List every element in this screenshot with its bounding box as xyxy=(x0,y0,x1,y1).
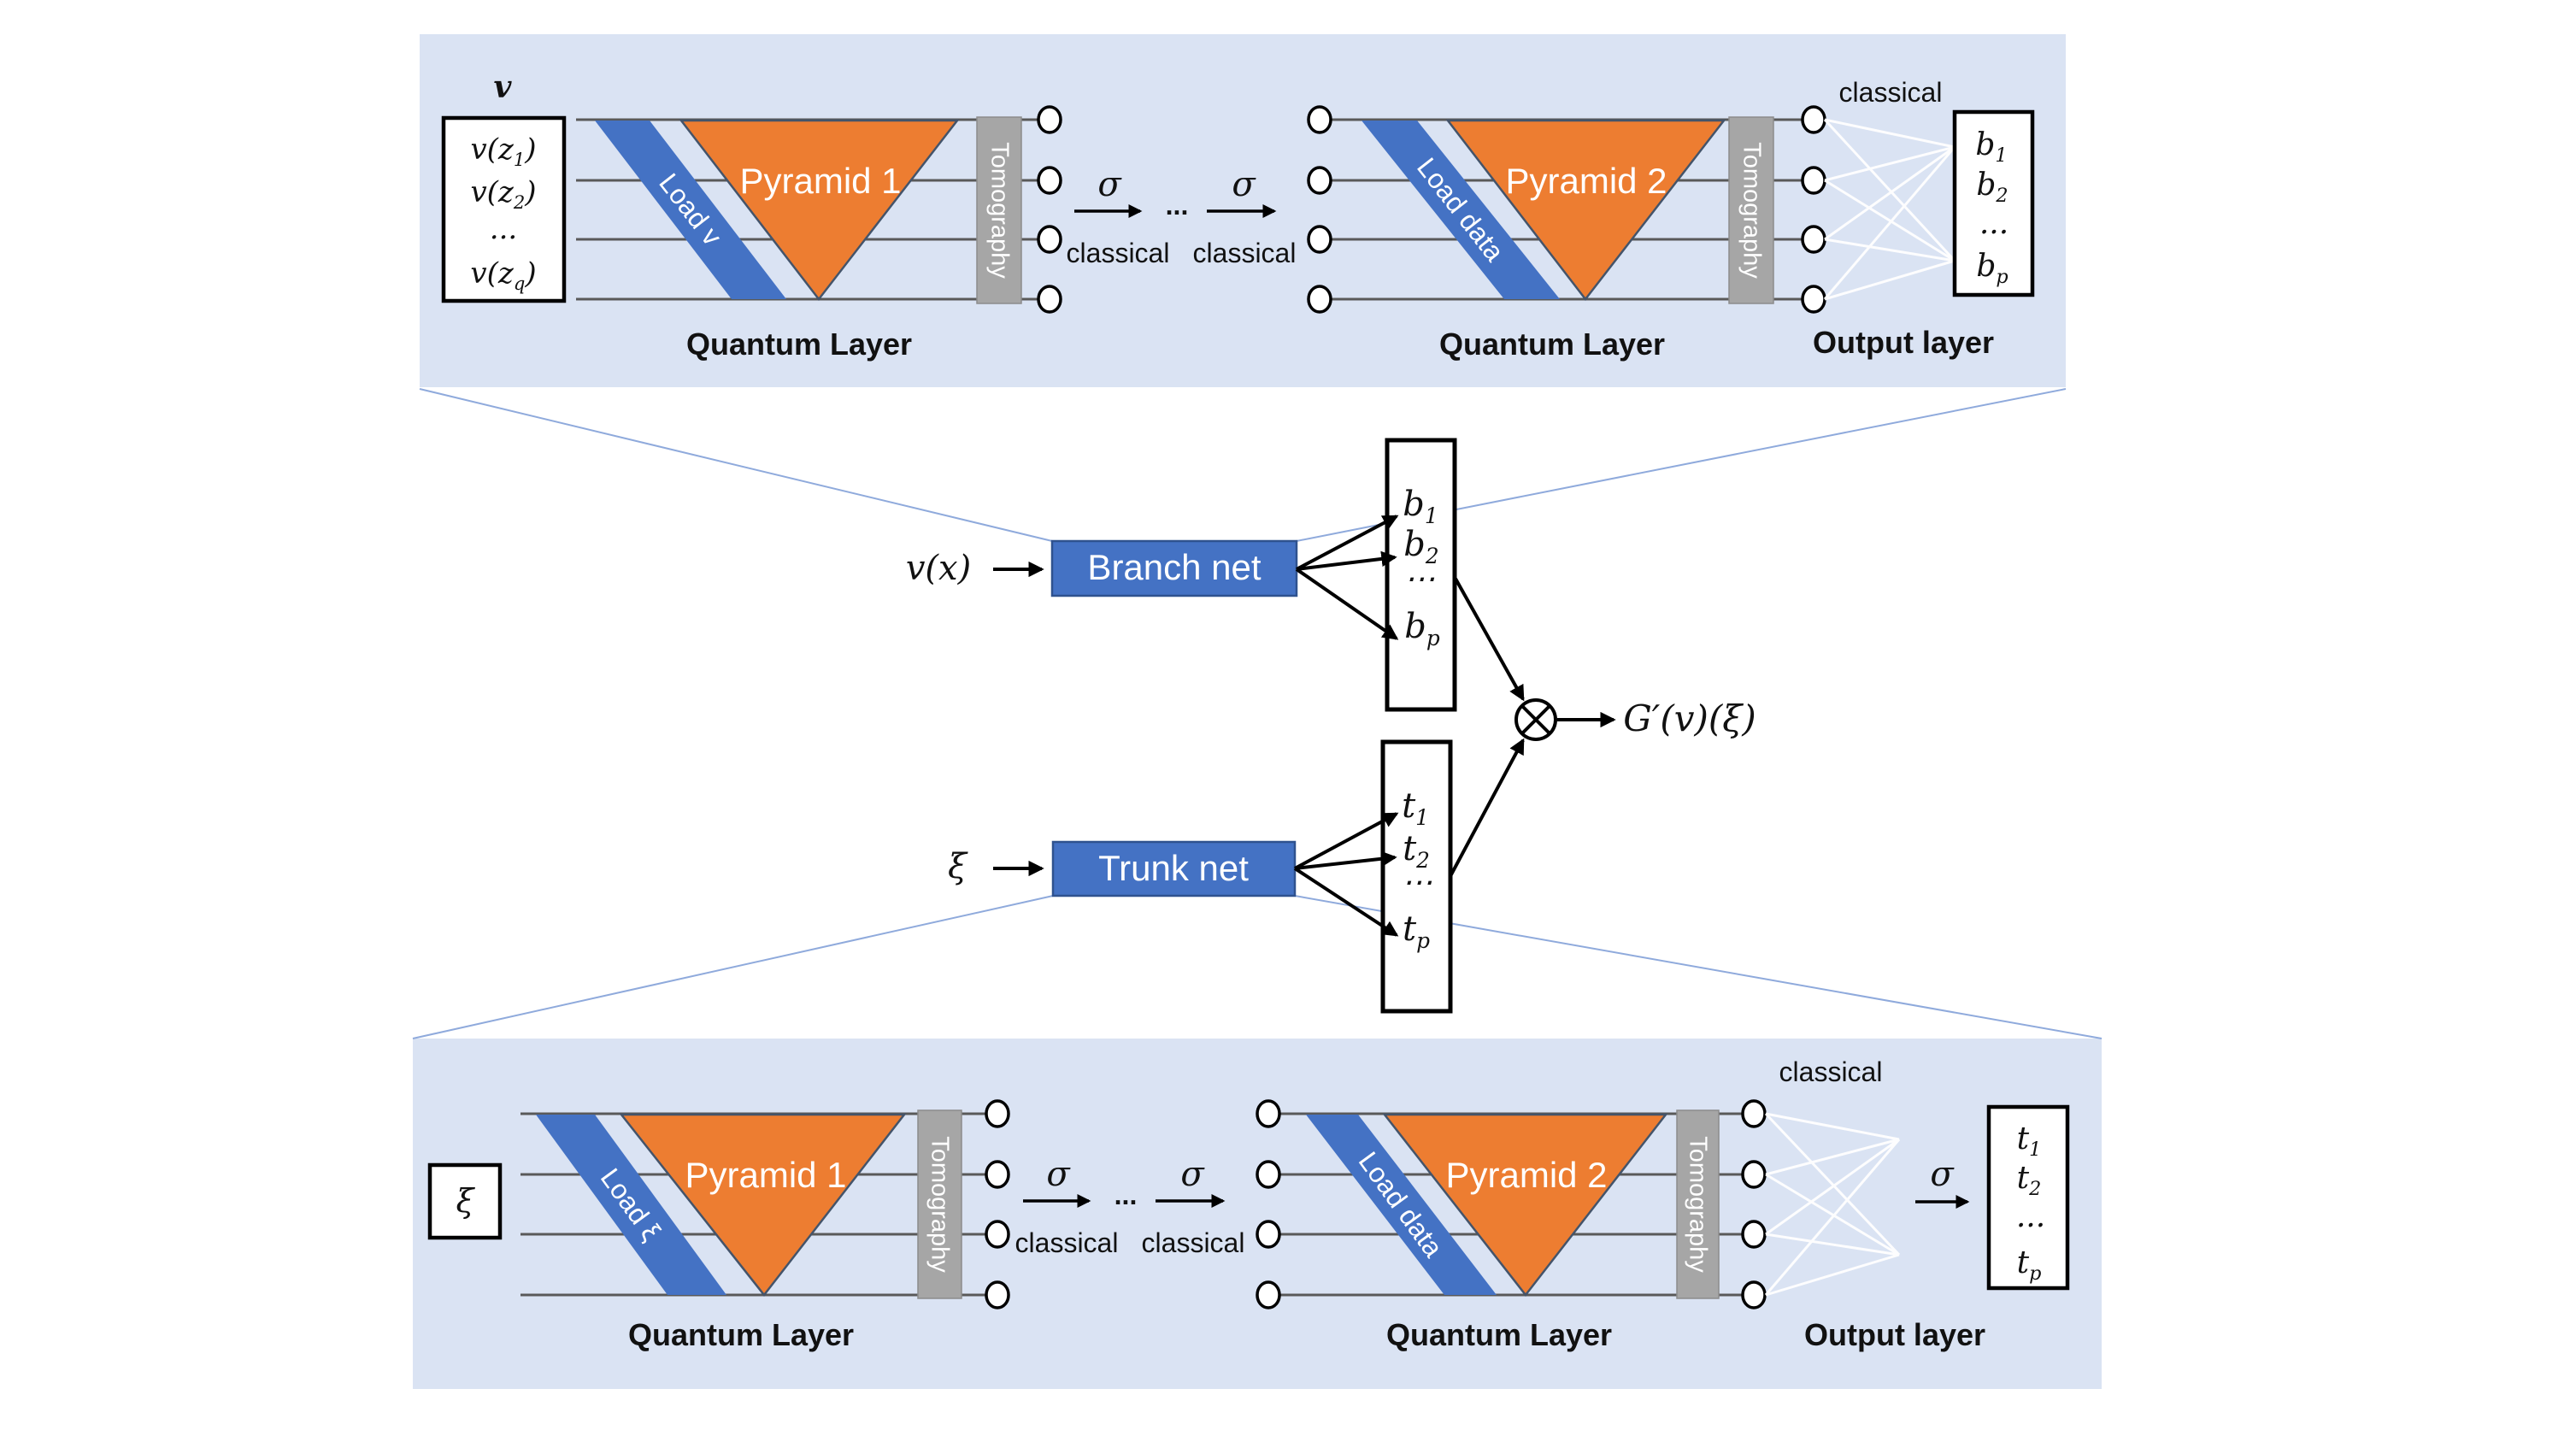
t-value: t1 xyxy=(1402,786,1429,830)
v-vector-row: v(zq) xyxy=(470,256,537,294)
qubit-circles-top-col1 xyxy=(1037,105,1062,314)
quantum-layer-caption: Quantum Layer xyxy=(685,327,913,362)
sigma-label: σ xyxy=(1232,165,1256,204)
output-layer-caption: Output layer xyxy=(1803,1317,1986,1352)
callout-line xyxy=(412,895,1054,1039)
dots-label: ⋯ xyxy=(1402,865,1432,900)
tomography-label: Tomography xyxy=(926,1136,954,1273)
dots-label: ... xyxy=(2015,1199,2046,1234)
quantum-layer-caption: Quantum Layer xyxy=(1438,327,1666,362)
quantum-layer-caption: Quantum Layer xyxy=(627,1317,855,1352)
pyramid2-triangle-bottom xyxy=(1382,1113,1668,1298)
tomography-bar xyxy=(1728,116,1774,304)
b-output-box-top-panel xyxy=(1952,109,2035,297)
v-vector-row: ... xyxy=(489,212,518,246)
t-value: t2 xyxy=(2016,1161,2042,1201)
pyramid1-triangle-top xyxy=(679,119,960,302)
branch-net-box xyxy=(1050,539,1298,597)
branch-fan-arrows xyxy=(1295,515,1399,640)
dots-label: ... xyxy=(1114,1180,1138,1210)
load-data-band-bottom xyxy=(1306,1115,1497,1295)
v-vector-row: v(z2) xyxy=(470,175,537,213)
load-v-band xyxy=(595,121,786,299)
trunk-net-label: Trunk net xyxy=(1098,848,1249,888)
classical-label: classical xyxy=(1192,238,1297,268)
xi-input-label: ξ xyxy=(456,1182,474,1220)
b-value: b2 xyxy=(1976,168,2008,208)
qubit-circles-bottom-col3 xyxy=(1741,1099,1767,1309)
v-vector-box xyxy=(441,115,567,303)
branch-net-label: Branch net xyxy=(1087,547,1262,587)
tomography-label: Tomography xyxy=(985,142,1014,279)
tomography-label: Tomography xyxy=(1738,142,1766,279)
pyramid2-triangle-top xyxy=(1445,119,1726,302)
sigma-label: σ xyxy=(1180,1155,1204,1194)
t-output-box-bottom-panel xyxy=(1986,1104,2070,1291)
v-vector-title: v xyxy=(493,69,512,105)
b-value: b2 xyxy=(1403,525,1439,568)
t-value: t2 xyxy=(1403,829,1430,873)
trunk-fan-arrows xyxy=(1293,812,1399,937)
sigma-label: σ xyxy=(1046,1155,1070,1194)
dots-label: ⋯ xyxy=(1404,562,1435,597)
tensor-product-icon xyxy=(1514,698,1557,741)
callout-line xyxy=(419,388,1053,542)
pyramid-label: Pyramid 1 xyxy=(739,161,902,201)
qubit-circles-bottom-col1 xyxy=(985,1099,1010,1309)
b-value: bp xyxy=(1976,249,2008,289)
branch-to-product-arrow xyxy=(1454,578,1525,702)
tomography-bar xyxy=(917,1109,962,1299)
qubit-circles-bottom-col2 xyxy=(1256,1099,1281,1309)
trunk-output-vector-box xyxy=(1380,739,1453,1014)
classical-label: classical xyxy=(1015,1227,1119,1258)
t-value: t1 xyxy=(2016,1121,2042,1162)
tomography-bar xyxy=(1676,1109,1720,1299)
load-xi-band xyxy=(536,1115,726,1295)
pyramid-label: Pyramid 1 xyxy=(685,1155,847,1195)
qubit-circles-top-col2 xyxy=(1307,105,1332,314)
pyramid-label: Pyramid 2 xyxy=(1445,1155,1608,1195)
b-value: ... xyxy=(1979,206,2009,241)
trunk-input-label: ξ xyxy=(947,847,967,886)
load-data-band-top xyxy=(1362,121,1560,299)
pyramid1-triangle-bottom xyxy=(619,1113,907,1298)
classical-label: classical xyxy=(1141,1227,1245,1258)
t-value: tp xyxy=(2016,1245,2042,1286)
dots-label: ... xyxy=(1165,190,1189,221)
xi-input-box xyxy=(427,1162,503,1240)
branch-output-vector-box xyxy=(1385,438,1457,712)
sigma-label: σ xyxy=(1097,165,1121,204)
classical-label: classical xyxy=(1838,77,1943,108)
classical-label: classical xyxy=(1779,1056,1883,1087)
b-value: bp xyxy=(1404,607,1440,650)
dense-connections-top xyxy=(1823,118,1956,301)
tomography-bar xyxy=(976,116,1022,304)
b-value: b1 xyxy=(1403,485,1438,528)
pyramid-label: Pyramid 2 xyxy=(1505,161,1667,201)
tomography-label: Tomography xyxy=(1684,1136,1712,1273)
trunk-to-product-arrow xyxy=(1449,738,1525,877)
result-label: G′(v)(ξ) xyxy=(1623,697,1756,739)
t-value: tp xyxy=(1403,909,1430,953)
bottom-panel xyxy=(413,1039,2102,1389)
b-value: b1 xyxy=(1975,127,2008,168)
output-layer-caption: Output layer xyxy=(1812,325,1995,360)
classical-label: classical xyxy=(1066,238,1170,268)
quantum-layer-caption: Quantum Layer xyxy=(1385,1317,1613,1352)
v-vector-row: v(z1) xyxy=(470,132,537,170)
branch-input-label: v(x) xyxy=(905,549,972,588)
dense-connections-bottom xyxy=(1764,1112,1901,1297)
qubit-circles-top-col3 xyxy=(1801,105,1826,314)
sigma-label: σ xyxy=(1930,1155,1954,1194)
